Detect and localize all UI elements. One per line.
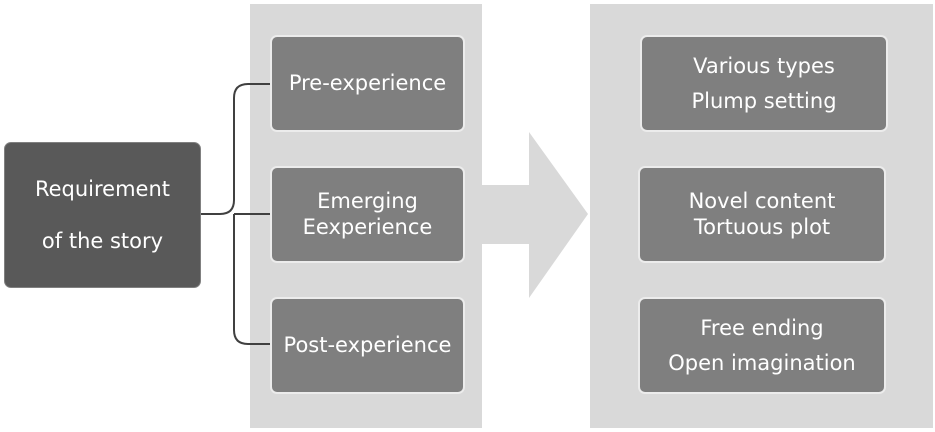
root-line-1: Requirement — [34, 176, 171, 201]
result-3-line-1: Free ending — [700, 315, 824, 340]
stage-pre-label: Pre-experience — [288, 70, 447, 95]
result-1-line-2: Plump setting — [691, 88, 837, 113]
stage-post-label: Post-experience — [283, 332, 452, 357]
stage-pre-experience: Pre-experience — [270, 35, 465, 132]
root-line-2: of the story — [41, 229, 164, 253]
story-requirement-node: Requirement of the story — [4, 142, 201, 288]
result-3-line-2: Open imagination — [668, 350, 856, 375]
stage-emerging-line-1: Emerging — [317, 189, 418, 214]
stage-emerging-experience: Emerging Eexperience — [270, 166, 465, 263]
result-2-line-2: Tortuous plot — [693, 214, 831, 239]
stage-emerging-line-2: Eexperience — [302, 214, 433, 239]
result-2-line-1: Novel content — [688, 189, 836, 214]
right-arrow-shape — [482, 132, 588, 298]
result-ending-imagination: Free ending Open imagination — [638, 297, 886, 394]
result-types-setting: Various types Plump setting — [640, 35, 888, 132]
bracket-connector — [201, 83, 270, 345]
stage-post-experience: Post-experience — [270, 297, 465, 394]
result-content-plot: Novel content Tortuous plot — [638, 166, 886, 263]
result-1-line-1: Various types — [693, 53, 835, 78]
